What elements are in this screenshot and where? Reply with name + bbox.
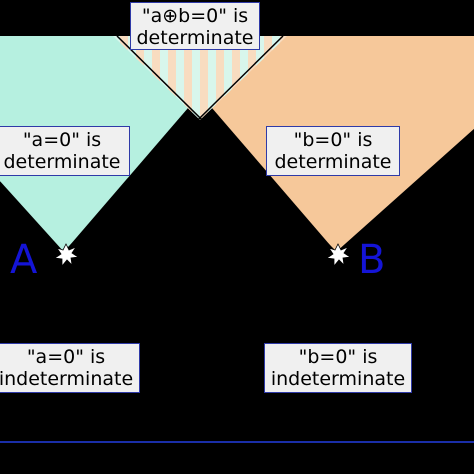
spark-icon-b [325, 243, 352, 268]
event-label-a: A [10, 237, 38, 283]
label-top-line2: determinate [136, 27, 254, 49]
cone-a-edge [63, 35, 284, 253]
label-a-indet-line1: "a=0" is [26, 346, 106, 368]
label-top: "a⊕b=0" is determinate [130, 2, 260, 50]
label-a-det-line2: determinate [3, 151, 121, 173]
label-b-det-line2: determinate [274, 151, 392, 173]
label-a-indeterminate: "a=0" is indeterminate [0, 343, 140, 393]
event-label-b: B [358, 237, 386, 283]
label-top-line1: "a⊕b=0" is [141, 5, 249, 27]
label-b-indet-line2: indeterminate [270, 368, 406, 390]
label-a-det-line1: "a=0" is [22, 129, 102, 151]
label-a-indet-line2: indeterminate [0, 368, 134, 390]
label-b-det-line1: "b=0" is [293, 129, 373, 151]
overlap-region [113, 36, 287, 120]
cone-b-edge [116, 35, 337, 253]
spark-icon-a [53, 243, 80, 268]
label-b-determinate: "b=0" is determinate [266, 126, 400, 176]
label-a-determinate: "a=0" is determinate [0, 126, 130, 176]
label-b-indet-line1: "b=0" is [298, 346, 378, 368]
label-b-indeterminate: "b=0" is indeterminate [264, 343, 412, 393]
